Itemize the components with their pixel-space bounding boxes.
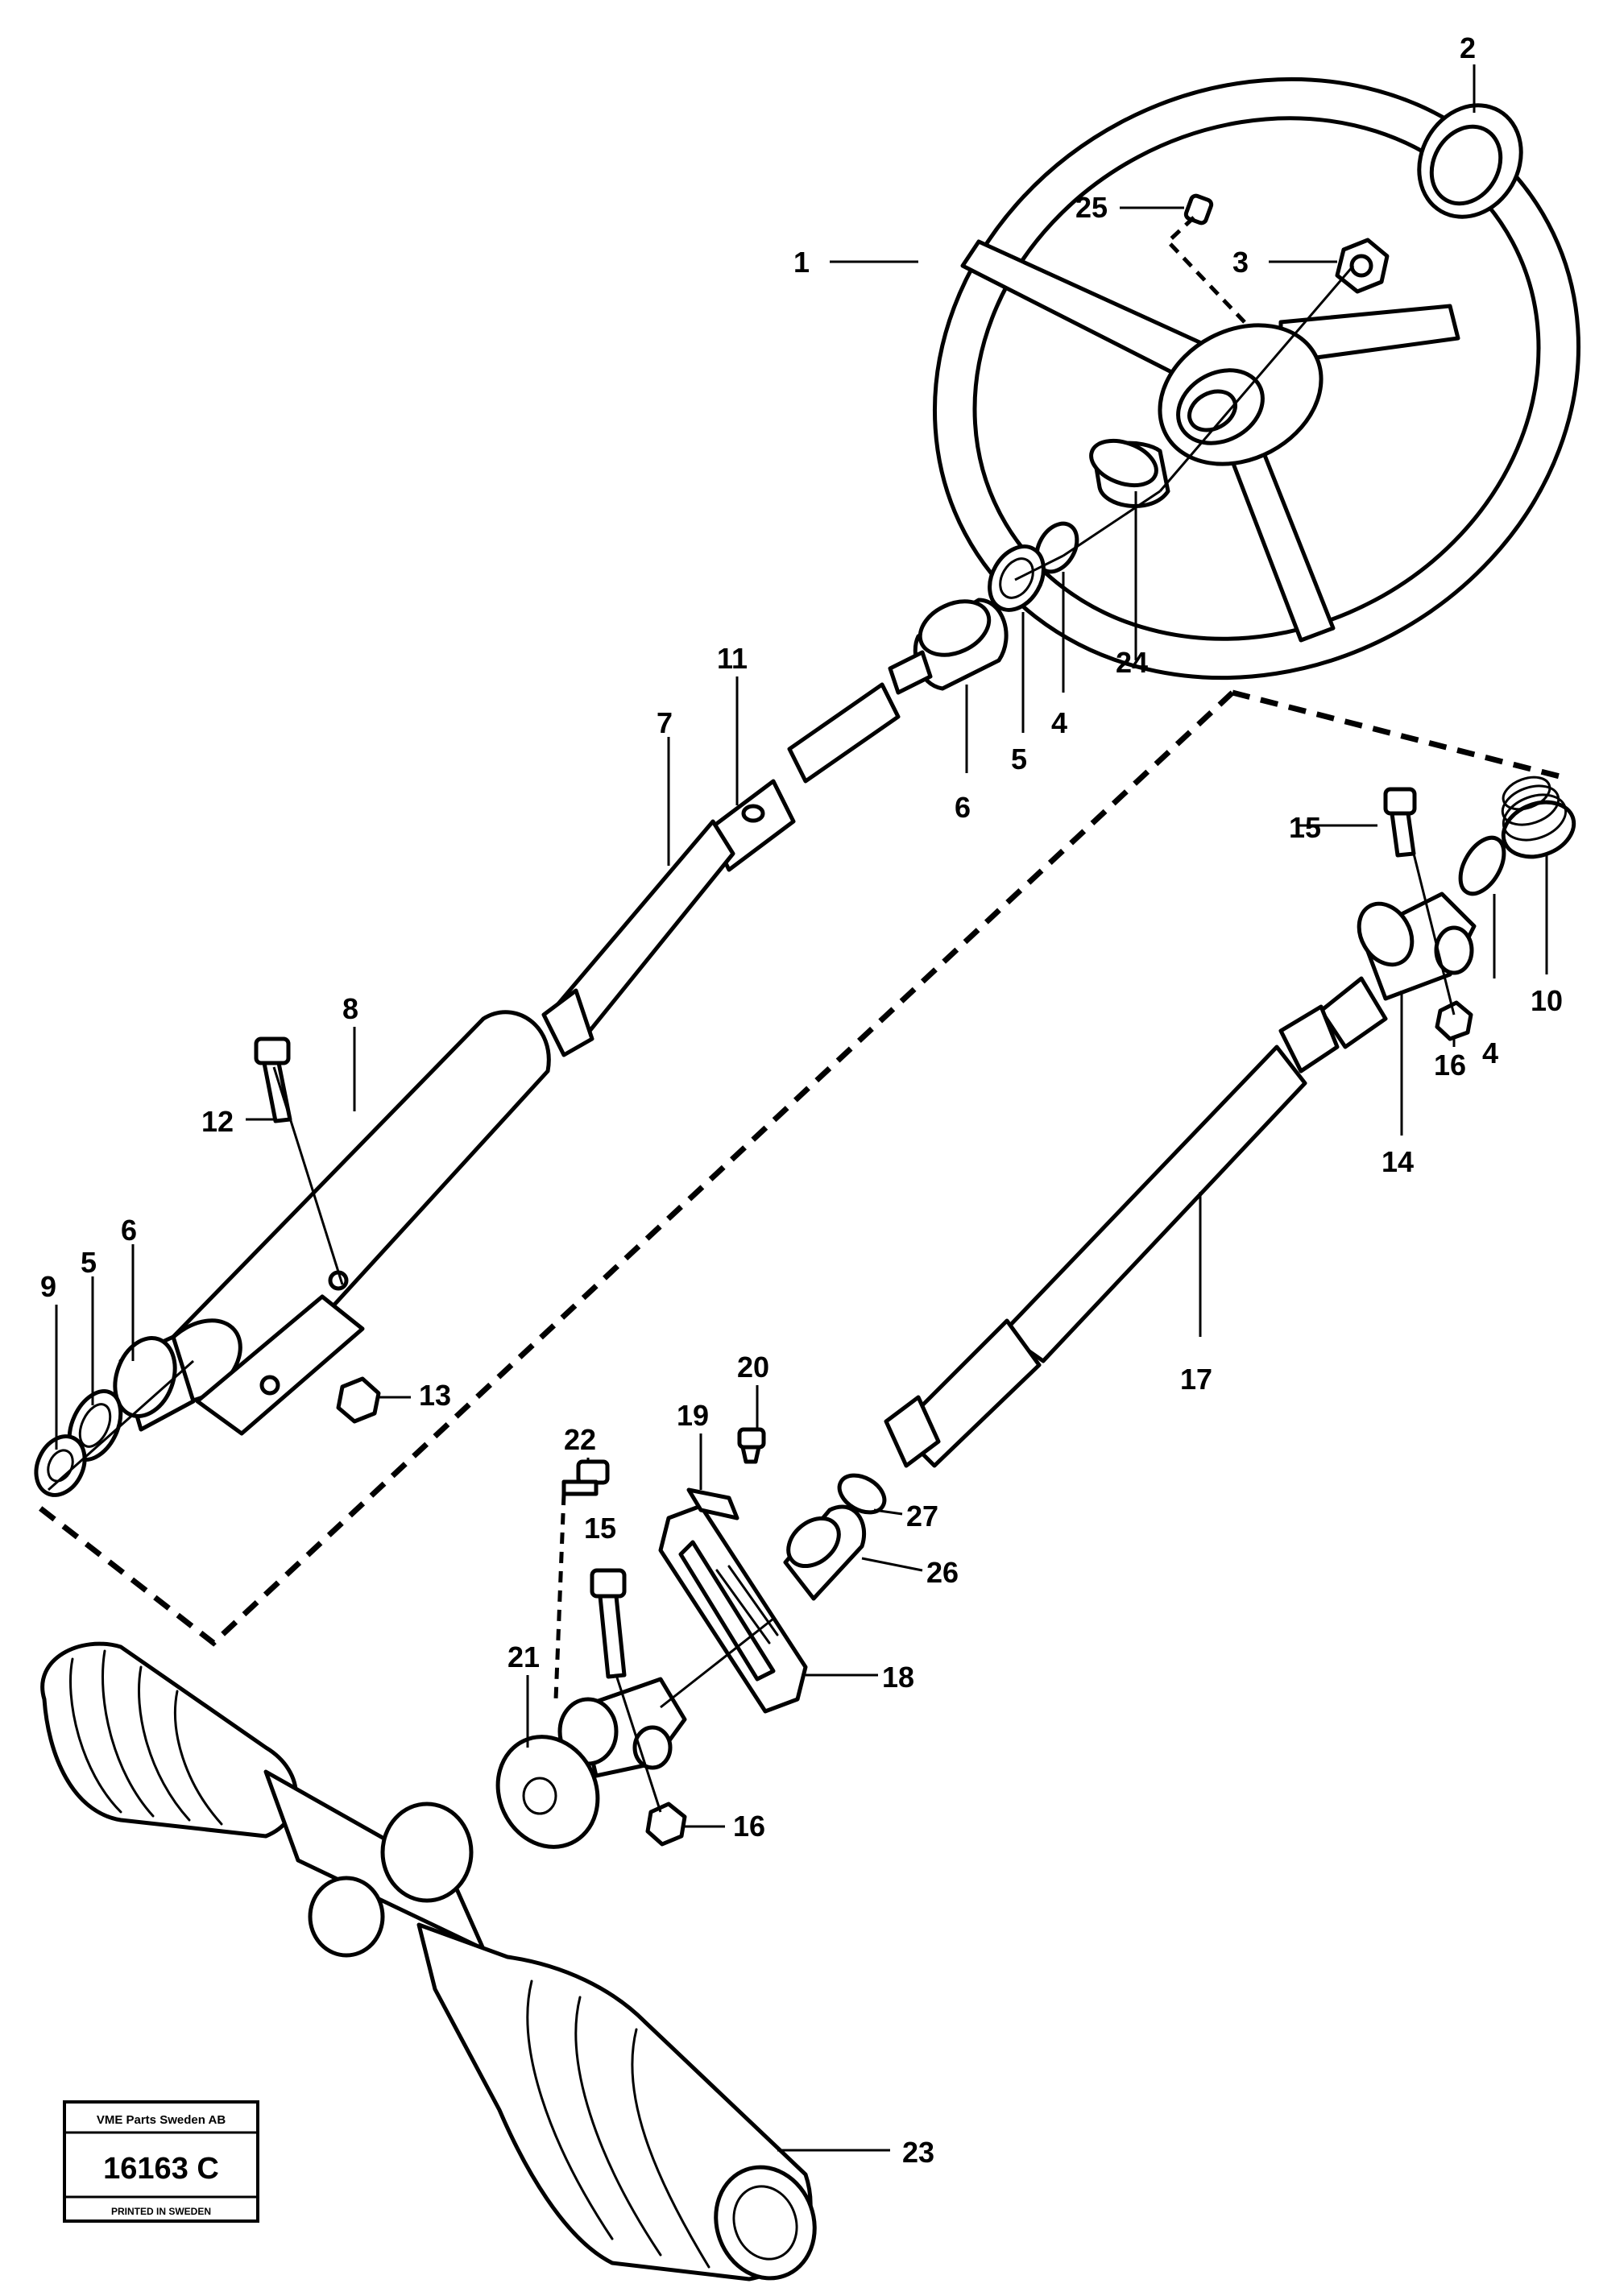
assembly-lines (30, 216, 1564, 1700)
callout-5-lower: 5 (81, 1246, 97, 1279)
callout-2: 2 (1460, 31, 1476, 64)
callout-16-upper: 16 (1434, 1049, 1466, 1082)
mount-nut (336, 1376, 381, 1424)
callout-6-lower: 6 (121, 1214, 137, 1247)
callout-4-right: 4 (1482, 1036, 1498, 1069)
callout-labels: 1 2 3 4 5 6 7 8 9 10 11 12 13 14 15 16 1… (40, 31, 1563, 2169)
mounting-plate (658, 1504, 808, 1714)
callout-11: 11 (717, 642, 748, 675)
spring (1501, 776, 1576, 859)
column-tube (152, 1010, 551, 1436)
mount-bolt (254, 1036, 292, 1123)
axis-lines (48, 265, 1456, 1813)
bracket-screw (737, 1427, 766, 1464)
callout-13: 13 (419, 1379, 451, 1412)
callout-1: 1 (793, 246, 810, 279)
stamp-company: VME Parts Sweden AB (97, 2113, 226, 2127)
snap-ring-right (1458, 835, 1506, 896)
bearing-housing-lower (113, 1334, 196, 1432)
lower-steering-shaft (884, 1004, 1340, 1468)
seal-boot (783, 1504, 867, 1601)
callout-17: 17 (1180, 1363, 1212, 1396)
callout-27: 27 (906, 1500, 938, 1533)
seal-ring (34, 1434, 87, 1497)
callout-12: 12 (201, 1105, 234, 1138)
callout-15-lower: 15 (584, 1512, 616, 1545)
callout-19: 19 (677, 1399, 709, 1432)
steering-gear (40, 1641, 817, 2282)
flange-screw (561, 1459, 610, 1496)
callout-3: 3 (1232, 246, 1249, 279)
bracket (686, 1487, 739, 1520)
spacer-ring (837, 1473, 887, 1515)
universal-joint-upper (1319, 892, 1477, 1049)
callout-9: 9 (40, 1270, 56, 1303)
callout-24: 24 (1116, 646, 1148, 679)
parts-stamp: VME Parts Sweden AB 16163 C PRINTED IN S… (63, 2100, 259, 2223)
upper-steering-shaft (541, 650, 933, 1057)
yoke-bolt-lower (590, 1568, 627, 1679)
callout-8: 8 (342, 992, 358, 1025)
callout-26: 26 (926, 1556, 959, 1589)
bearing-housing-upper (913, 598, 1009, 691)
callout-15-upper: 15 (1289, 811, 1321, 844)
callout-16-lower: 16 (733, 1810, 765, 1843)
callout-4-upper: 4 (1051, 706, 1067, 739)
hub-bushing (1089, 438, 1170, 508)
callout-6-upper: 6 (955, 791, 971, 824)
yoke-bolt-upper (1383, 787, 1417, 858)
callout-25: 25 (1075, 191, 1108, 224)
stamp-printed: PRINTED IN SWEDEN (111, 2206, 211, 2217)
callout-23: 23 (902, 2136, 934, 2169)
callout-20: 20 (737, 1351, 769, 1384)
callout-22: 22 (564, 1423, 596, 1456)
callout-14: 14 (1382, 1145, 1414, 1178)
callout-18: 18 (882, 1661, 914, 1694)
stamp-number: 16163 C (103, 2152, 219, 2186)
yoke-nut-lower (645, 1802, 687, 1847)
horn-cap (1417, 103, 1523, 219)
wheel-nut (1335, 238, 1390, 294)
callout-10: 10 (1531, 984, 1563, 1017)
callout-5-upper: 5 (1011, 743, 1027, 776)
leader-lines (55, 64, 1548, 2152)
callout-7: 7 (657, 706, 673, 739)
callout-21: 21 (507, 1640, 540, 1673)
yoke-nut-upper (1435, 1000, 1473, 1041)
